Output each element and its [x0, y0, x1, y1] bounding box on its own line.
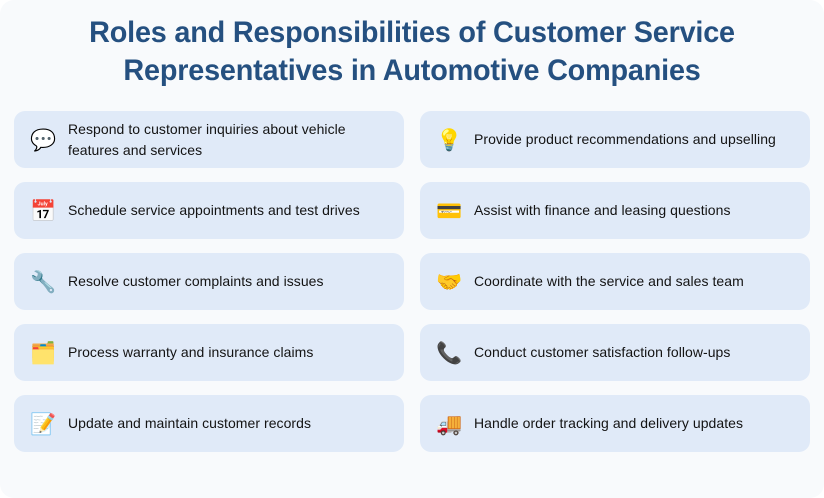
responsibility-card-label: Handle order tracking and delivery updat… — [474, 415, 744, 431]
responsibility-card[interactable]: 🗂️ Process warranty and insurance claims — [14, 324, 404, 381]
card-index-dividers-icon: 🗂️ — [30, 340, 57, 365]
responsibility-card-label: Respond to customer inquiries about vehi… — [68, 120, 346, 158]
responsibility-card[interactable]: 💬 Respond to customer inquiries about veh… — [14, 111, 404, 168]
responsibility-card[interactable]: 🤝 Coordinate with the service and sales t… — [420, 253, 810, 310]
handshake-icon: 🤝 — [436, 269, 463, 294]
responsibility-card[interactable]: 🔧 Resolve customer complaints and issues — [14, 253, 404, 310]
wrench-icon: 🔧 — [30, 269, 57, 294]
light-bulb-icon: 💡 — [436, 127, 463, 152]
responsibility-card-label: Conduct customer satisfaction follow-ups — [474, 344, 731, 360]
calendar-icon: 📅 — [30, 198, 57, 223]
responsibility-card-grid: 💬 Respond to customer inquiries about veh… — [14, 111, 810, 452]
responsibility-card-label: Assist with finance and leasing question… — [474, 202, 731, 218]
responsibility-card-label: Resolve customer complaints and issues — [68, 273, 324, 289]
responsibility-card[interactable]: 📅 Schedule service appointments and test … — [14, 182, 404, 239]
responsibility-card-label: Process warranty and insurance claims — [68, 344, 314, 360]
responsibility-card[interactable]: 💡 Provide product recommendations and ups… — [420, 111, 810, 168]
responsibility-card[interactable]: 📝 Update and maintain customer records — [14, 395, 404, 452]
telephone-receiver-icon: 📞 — [436, 340, 463, 365]
responsibility-card-label: Update and maintain customer records — [68, 415, 312, 431]
title-block: Roles and Responsibilities of Customer S… — [0, 14, 824, 90]
credit-card-icon: 💳 — [436, 198, 463, 223]
responsibility-card[interactable]: 📞 Conduct customer satisfaction follow-up… — [420, 324, 810, 381]
page-title: Roles and Responsibilities of Customer S… — [89, 16, 735, 87]
responsibility-card-label: Coordinate with the service and sales te… — [474, 273, 744, 289]
responsibility-card[interactable]: 💳 Assist with finance and leasing questio… — [420, 182, 810, 239]
speech-balloon-icon: 💬 — [30, 127, 57, 152]
delivery-truck-icon: 🚚 — [436, 411, 463, 436]
responsibility-card-label: Schedule service appointments and test d… — [68, 202, 360, 218]
responsibility-card[interactable]: 🚚 Handle order tracking and delivery upda… — [420, 395, 810, 452]
responsibility-card-label: Provide product recommendations and upse… — [474, 131, 776, 147]
memo-icon: 📝 — [30, 411, 57, 436]
